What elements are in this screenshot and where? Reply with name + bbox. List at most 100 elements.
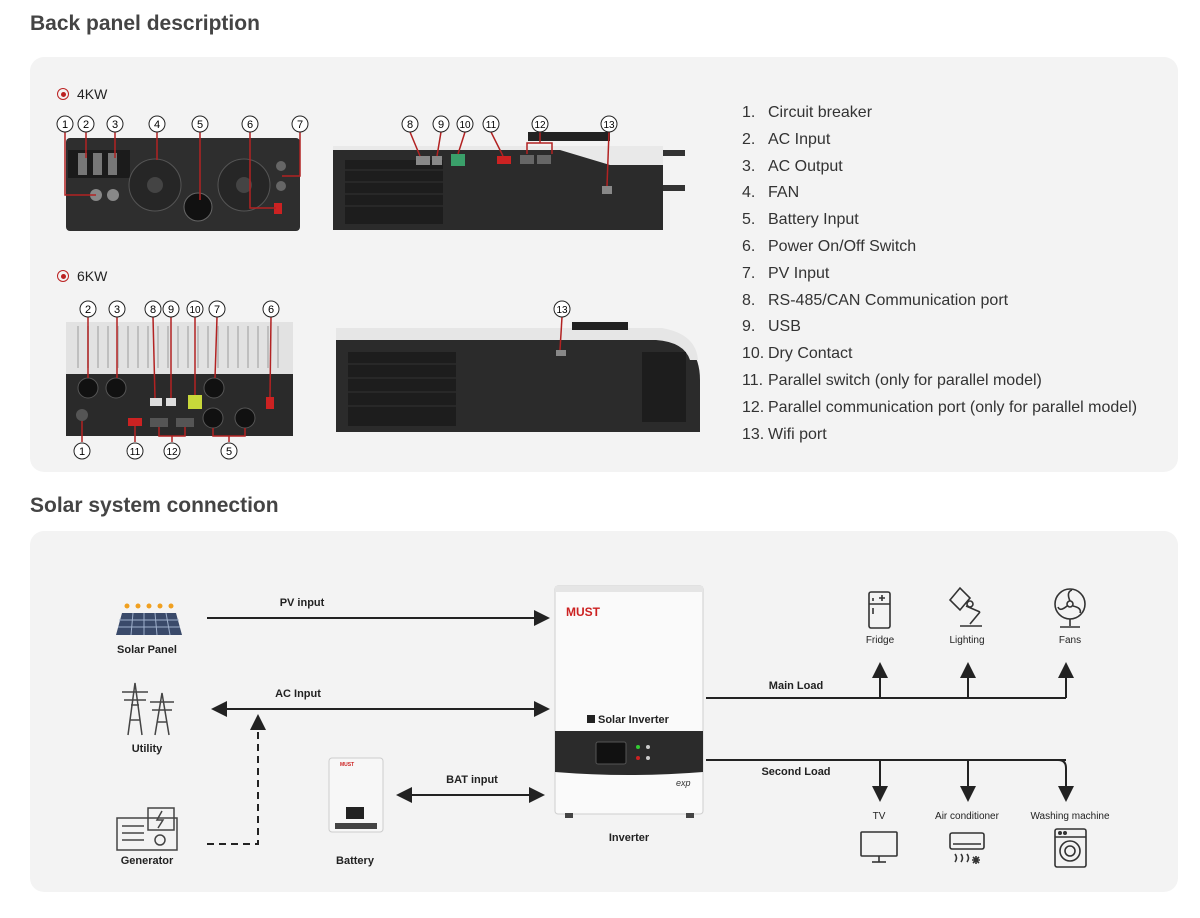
generator-icon	[116, 807, 178, 851]
svg-text:8: 8	[150, 304, 156, 316]
inverter-image: MUST Solar Inverter exp	[554, 585, 704, 818]
model-4kw-label: 4KW	[77, 86, 108, 102]
fridge-icon	[868, 591, 891, 629]
callout-6kw-12: 12	[163, 442, 181, 460]
callouts-6kw: 2 3 8 9 10 7 6 13 1 11 12 5	[73, 300, 571, 460]
svg-text:3: 3	[112, 119, 118, 131]
callout-6kw-5: 5	[220, 442, 238, 460]
generator-label: Generator	[120, 855, 174, 867]
back-panel-images: 1 2 3 4 5 6 7 8 9 10 11 12 13 2 3 8 9 10…	[56, 115, 700, 460]
callout-6kw-8: 8	[144, 300, 162, 318]
inverter-4kw-back-image	[66, 138, 300, 231]
model-4kw: 4KW	[57, 86, 107, 102]
solar-panel-label: Solar Panel	[117, 644, 177, 656]
svg-text:8: 8	[407, 119, 413, 131]
legend-item: 6.Power On/Off Switch	[742, 237, 917, 255]
port-legend-list: 1.Circuit breaker 2.AC Input 3.AC Output…	[742, 100, 1137, 448]
svg-text:10: 10	[189, 305, 201, 316]
air-conditioner-icon	[949, 832, 985, 864]
svg-text:7: 7	[297, 119, 303, 131]
svg-text:2: 2	[85, 304, 91, 316]
callout-6kw-1: 1	[73, 442, 91, 460]
utility-label: Utility	[131, 743, 163, 755]
svg-text:3: 3	[114, 304, 120, 316]
legend-item: 1.Circuit breaker	[742, 104, 873, 121]
svg-text:1: 1	[62, 119, 68, 131]
svg-text:2: 2	[83, 119, 89, 131]
legend-item: 3.AC Output	[742, 157, 843, 175]
fans-icon	[1054, 588, 1086, 628]
inverter-label: Inverter	[608, 832, 650, 844]
callout-4kw-8: 8	[401, 115, 419, 133]
svg-text:11: 11	[486, 120, 497, 131]
callout-6kw-2: 2	[79, 300, 97, 318]
svg-text:9: 9	[168, 304, 174, 316]
battery-image: MUST	[328, 757, 384, 833]
bat-input-label: BAT input	[446, 774, 498, 786]
svg-text:12: 12	[166, 447, 178, 458]
svg-text:Solar Inverter: Solar Inverter	[598, 714, 670, 726]
svg-text:4: 4	[154, 119, 160, 131]
callout-4kw-11: 11	[482, 115, 500, 133]
svg-text:11: 11	[130, 447, 141, 458]
battery-label: Battery	[336, 855, 374, 867]
second-load-label: Second Load	[761, 766, 831, 778]
svg-text:13: 13	[556, 305, 568, 316]
pv-input-label: PV input	[279, 597, 325, 609]
svg-text:12: 12	[534, 120, 546, 131]
svg-text:13: 13	[603, 120, 615, 131]
svg-text:5: 5	[197, 119, 203, 131]
svg-text:exp: exp	[676, 778, 691, 788]
fans-label: Fans	[1058, 635, 1082, 646]
solar-panel-icon	[116, 603, 182, 636]
legend-item: 9.USB	[742, 318, 801, 336]
callout-4kw-6: 6	[241, 115, 259, 133]
svg-text:5: 5	[226, 446, 232, 458]
legend-item: 12.Parallel communication port (only for…	[742, 398, 1138, 416]
model-6kw: 6KW	[57, 268, 107, 284]
legend-item: 11.Parallel switch (only for parallel mo…	[742, 371, 1042, 389]
callout-6kw-13: 13	[553, 300, 571, 318]
tv-label: TV	[872, 811, 886, 822]
main-load-lines	[706, 662, 1074, 699]
callout-4kw-3: 3	[106, 115, 124, 133]
lighting-icon	[948, 586, 982, 627]
callout-4kw-12: 12	[531, 115, 549, 133]
legend-item: 4.FAN	[742, 184, 800, 202]
callout-6kw-10: 10	[186, 300, 204, 318]
ac-input-label: AC Input	[275, 688, 321, 700]
callout-6kw-11: 11	[126, 442, 144, 460]
main-load-label: Main Load	[768, 680, 824, 692]
model-6kw-label: 6KW	[77, 268, 108, 284]
svg-text:10: 10	[459, 120, 471, 131]
svg-text:6: 6	[268, 304, 274, 316]
second-load-lines	[706, 759, 1074, 802]
callout-leaders	[64, 131, 610, 442]
callout-6kw-7: 7	[208, 300, 226, 318]
legend-item: 5.Battery Input	[742, 211, 859, 229]
svg-text:6: 6	[247, 119, 253, 131]
air-conditioner-label: Air conditioner	[935, 811, 999, 822]
svg-text:1: 1	[79, 446, 85, 458]
callout-4kw-2: 2	[77, 115, 95, 133]
inverter-6kw-back-image	[66, 322, 293, 436]
legend-item: 8.RS-485/CAN Communication port	[742, 291, 1009, 309]
svg-text:7: 7	[214, 304, 220, 316]
inverter-4kw-side-image	[333, 132, 685, 230]
svg-text:MUST: MUST	[340, 762, 354, 768]
callout-4kw-5: 5	[191, 115, 209, 133]
callout-6kw-3: 3	[108, 300, 126, 318]
solar-connection-title: Solar system connection	[30, 494, 279, 517]
callout-6kw-9: 9	[162, 300, 180, 318]
svg-text:MUST: MUST	[566, 605, 601, 619]
radio-bullet-icon	[57, 88, 69, 100]
callout-4kw-7: 7	[291, 115, 309, 133]
washing-machine-icon	[1054, 828, 1087, 868]
callout-4kw-1: 1	[56, 115, 74, 133]
inverter-6kw-side-image	[336, 322, 700, 432]
radio-bullet-icon	[57, 270, 69, 282]
fridge-label: Fridge	[865, 635, 895, 646]
callout-6kw-6: 6	[262, 300, 280, 318]
legend-item: 2.AC Input	[742, 130, 831, 148]
callout-4kw-13: 13	[600, 115, 618, 133]
